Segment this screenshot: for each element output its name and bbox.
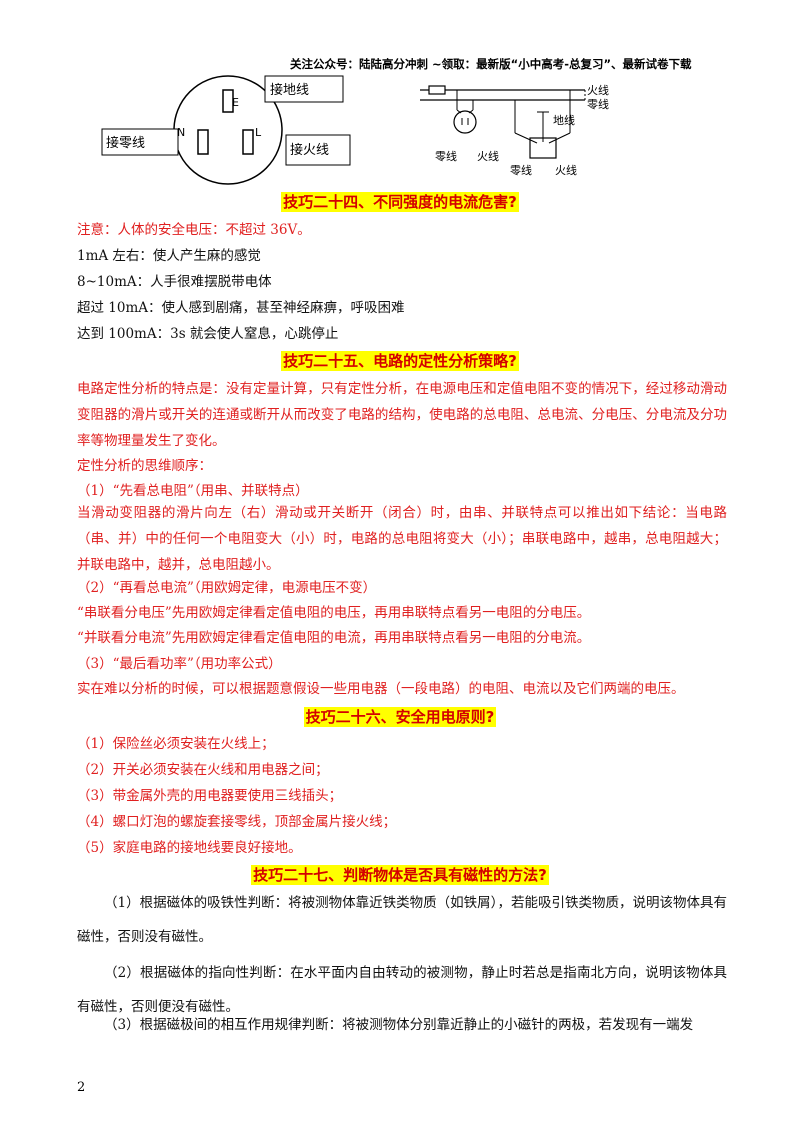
page-number: 2 <box>77 1080 86 1095</box>
socket2-right-label: 火线 <box>555 163 577 177</box>
s25-step-3-text: 实在难以分析的时候，可以根据题意假设一些用电器（一段电路）的电阻、电流以及它们两… <box>77 681 685 697</box>
circuit-earth-label: 地线 <box>553 113 575 127</box>
s25-intro: 电路定性分析的特点是：没有定量计算，只有定性分析，在电源电压和定值电阻不变的情况… <box>77 381 727 449</box>
section-25-title: 技巧二十五、电路的定性分析策略? <box>281 351 519 371</box>
circuit-neutral-label: 零线 <box>587 97 609 111</box>
s27-para-3: （3）根据磁极间的相互作用规律判断：将被测物体分别靠近静止的小磁针的两极，若发现… <box>104 1017 694 1033</box>
s27-para-1: （1）根据磁体的吸铁性判断：将被测物体靠近铁类物质（如铁屑），若能吸引铁类物质，… <box>77 895 727 945</box>
s24-note: 注意：人体的安全电压：不超过 36V。 <box>77 222 311 238</box>
s25-step-3: （3）“最后看功率”（用功率公式） <box>77 656 282 672</box>
s26-item-3: （3）带金属外壳的用电器要使用三线插头； <box>77 788 343 804</box>
s25-step-2-b: “并联看分电流”先用欧姆定律看定值电阻的电流，再用串联特点看另一电阻的分电流。 <box>77 630 591 646</box>
s24-line-3: 超过 10mA：使人感到剧痛，甚至神经麻痹，呼吸困难 <box>77 300 405 316</box>
section-26-title: 技巧二十六、安全用电原则? <box>303 707 497 727</box>
s26-item-4: （4）螺口灯泡的螺旋套接零线，顶部金属片接火线； <box>77 814 397 830</box>
s26-item-5: （5）家庭电路的接地线要良好接地。 <box>77 840 302 856</box>
live-label: 接火线 <box>290 142 329 158</box>
s26-item-1: （1）保险丝必须安装在火线上； <box>77 736 275 752</box>
socket1 <box>453 110 477 134</box>
s24-line-2: 8~10mA：人手很难摆脱带电体 <box>77 274 272 290</box>
pin-n-label: N <box>177 126 185 139</box>
s26-item-2: （2）开关必须安装在火线和用电器之间； <box>77 762 329 778</box>
s25-order: 定性分析的思维顺序： <box>77 458 212 474</box>
s25-step-1: （1）“先看总电阻”（用串、并联特点） <box>77 483 309 499</box>
section-27-title: 技巧二十七、判断物体是否具有磁性的方法? <box>251 865 549 885</box>
live-pin <box>242 129 254 155</box>
socket2-left-label: 零线 <box>510 163 532 177</box>
socket1-right-label: 火线 <box>477 149 499 163</box>
s25-step-2-a: “串联看分电压”先用欧姆定律看定值电阻的电压，再用串联特点看另一电阻的分电压。 <box>77 605 591 621</box>
circuit-live-label: 火线 <box>587 83 609 97</box>
s24-line-1: 1mA 左右：使人产生麻的感觉 <box>77 248 261 264</box>
section-24-title: 技巧二十四、不同强度的电流危害? <box>281 192 519 212</box>
pin-e-label: E <box>232 96 239 109</box>
earth-label-box <box>264 75 344 103</box>
live-label-box <box>285 134 351 166</box>
s25-step-1-text: 当滑动变阻器的滑片向左（右）滑动或开关断开（闭合）时，由串、并联特点可以推出如下… <box>77 505 727 573</box>
s25-step-2: （2）“再看总电流”（用欧姆定律，电源电压不变） <box>77 580 377 596</box>
neutral-pin <box>197 129 209 155</box>
earth-label: 接地线 <box>270 82 309 98</box>
neutral-label: 接零线 <box>106 135 145 151</box>
earth-pin <box>222 89 234 113</box>
socket-diagram: E N L 接地线 接零线 接火线 <box>100 70 360 185</box>
page-header: 关注公众号：陆陆高分冲刺 ~领取：最新版“小中高考-总复习”、最新试卷下载 <box>290 57 692 71</box>
s27-para-2: （2）根据磁体的指向性判断：在水平面内自由转动的被测物，静止时若总是指南北方向，… <box>77 965 727 1015</box>
s24-line-4: 达到 100mA：3s 就会使人窒息，心跳停止 <box>77 326 339 342</box>
fuse <box>428 85 446 95</box>
socket1-left-label: 零线 <box>435 149 457 163</box>
neutral-label-box <box>101 128 179 156</box>
circuit-diagram: 火线 零线 零线 火线 地线 零线 火线 <box>415 78 625 183</box>
pin-l-label: L <box>255 126 262 139</box>
